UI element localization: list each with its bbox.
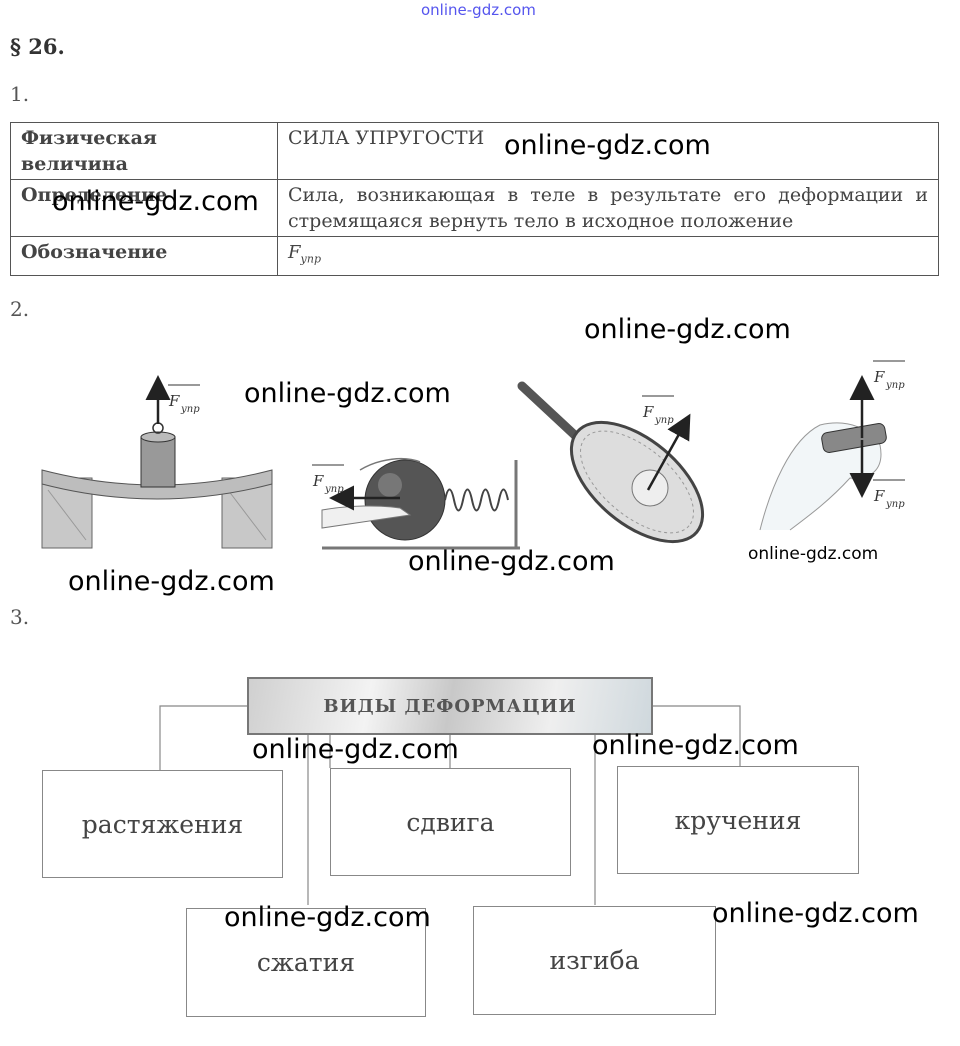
deformation-stretching-box: растяжения: [42, 770, 283, 878]
table-row: Физическая величина СИЛА УПРУГОСТИ: [10, 122, 939, 180]
section-number: § 26.: [10, 34, 65, 59]
svg-text:упр: упр: [654, 415, 674, 426]
watermark: online-gdz.com: [52, 186, 259, 217]
deformation-torsion-box: кручения: [617, 766, 859, 874]
diagram-connectors: [159, 705, 741, 905]
watermark: online-gdz.com: [712, 898, 919, 929]
force-vector-label: F упр: [642, 395, 674, 426]
watermark: online-gdz.com: [748, 544, 879, 564]
force-vector-label: F упр: [873, 360, 905, 391]
task-2-number: 2.: [10, 297, 30, 321]
ball-spring-figure: [321, 457, 520, 550]
watermark: online-gdz.com: [68, 566, 275, 597]
watermark: online-gdz.com: [408, 546, 615, 577]
definition-table: Физическая величина СИЛА УПРУГОСТИ Опред…: [10, 122, 939, 276]
watermark: online-gdz.com: [592, 730, 799, 761]
table-row: Обозначение Fупр: [10, 236, 939, 276]
force-vector-label: F упр: [312, 464, 344, 495]
tennis-racket-figure: [517, 381, 705, 544]
row-value: Сила, возникающая в теле в результате ег…: [277, 179, 939, 237]
watermark: online-gdz.com: [504, 130, 711, 161]
watermark: online-gdz.com: [224, 902, 431, 933]
row-label: Обозначение: [10, 236, 278, 276]
row-value: Fупр: [277, 236, 939, 276]
task-1-number: 1.: [10, 82, 30, 106]
force-vector-label: F упр: [873, 479, 905, 510]
watermark: online-gdz.com: [252, 734, 459, 765]
hand-rod-figure: [759, 375, 887, 531]
svg-text:F: F: [312, 472, 324, 490]
watermark: online-gdz.com: [584, 314, 791, 345]
svg-text:упр: упр: [885, 380, 905, 391]
row-label: Физическая величина: [10, 122, 278, 180]
deformation-types-title: ВИДЫ ДЕФОРМАЦИИ: [247, 677, 653, 735]
force-vector-label: F упр: [168, 384, 200, 415]
bent-board-figure: [41, 375, 273, 549]
top-watermark: online-gdz.com: [421, 1, 536, 19]
force-symbol: Fупр: [288, 242, 322, 266]
deformation-shear-box: сдвига: [330, 768, 571, 876]
svg-text:F: F: [873, 368, 885, 386]
table-row: Определение Сила, возникающая в теле в р…: [10, 179, 939, 237]
watermark: online-gdz.com: [244, 378, 451, 409]
svg-text:F: F: [642, 403, 654, 421]
svg-text:упр: упр: [180, 404, 200, 415]
svg-text:упр: упр: [885, 499, 905, 510]
svg-text:F: F: [873, 487, 885, 505]
svg-text:F: F: [168, 392, 180, 410]
deformation-compression-box: сжатия: [186, 908, 426, 1017]
svg-text:упр: упр: [324, 484, 344, 495]
deformation-bending-box: изгиба: [473, 906, 716, 1015]
row-label: Определение: [10, 179, 278, 237]
task-3-number: 3.: [10, 605, 30, 629]
